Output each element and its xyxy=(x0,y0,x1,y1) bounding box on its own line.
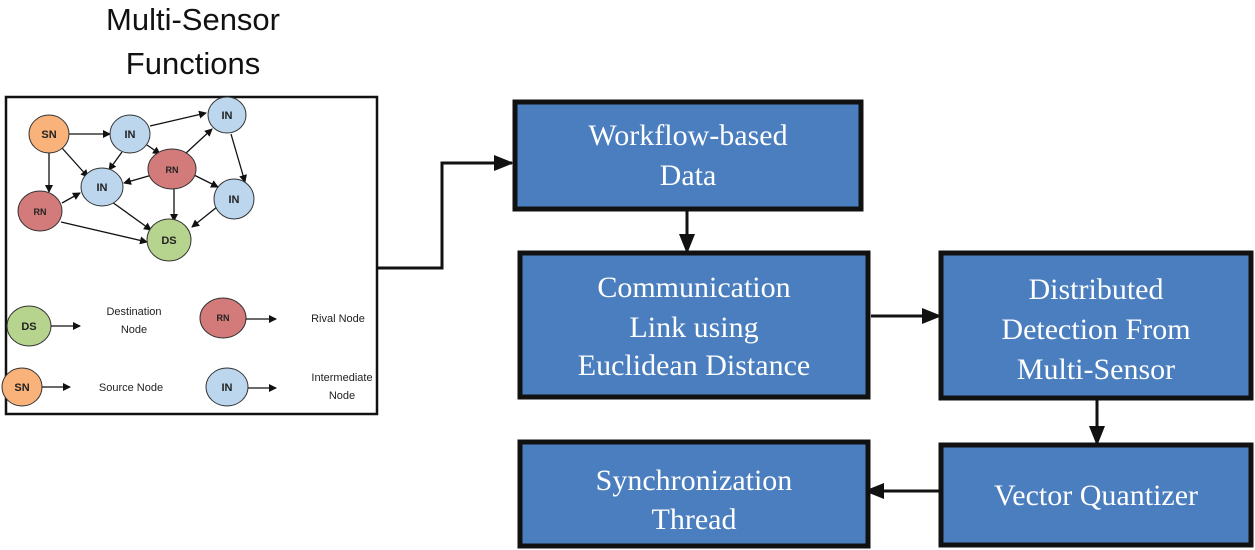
box-synchronization-line-1: Synchronization xyxy=(596,464,793,497)
edge-in-top-in-topright xyxy=(149,110,207,127)
node-in-right: IN xyxy=(213,178,255,220)
box-synchronization: Synchronization Thread xyxy=(517,439,871,549)
box-distributed-line-3: Multi-Sensor xyxy=(1017,353,1175,386)
box-distributed: Distributed Detection From Multi-Sensor xyxy=(938,250,1254,401)
box-communication-line-3: Euclidean Distance xyxy=(578,349,810,382)
box-communication-line-2: Link using xyxy=(629,311,758,344)
flow-connectors xyxy=(377,155,1105,499)
legend-source: SN Source Node xyxy=(1,367,163,407)
box-synchronization-line-2: Thread xyxy=(652,503,737,536)
network-panel-frame xyxy=(4,95,379,416)
edge-in-right-ds xyxy=(191,206,218,228)
legend-intermediate-label-2: Node xyxy=(329,390,355,402)
edge-sn-in-mid xyxy=(61,147,89,178)
box-distributed-line-2: Detection From xyxy=(1001,313,1190,346)
box-vector-line-1: Vector Quantizer xyxy=(994,479,1198,512)
svg-text:IN: IN xyxy=(222,110,233,122)
node-rn-center: RN xyxy=(147,148,197,190)
box-workflow: Workflow-based Data xyxy=(512,99,864,212)
svg-text:SN: SN xyxy=(41,129,56,141)
edge-rn-left-ds xyxy=(60,221,148,245)
box-workflow-line-1: Workflow-based xyxy=(588,119,787,152)
edge-in-mid-ds xyxy=(111,201,152,231)
svg-text:SN: SN xyxy=(14,382,29,394)
edge-rn-center-in-right xyxy=(193,174,219,188)
title-line-1: Multi-Sensor xyxy=(106,2,280,37)
node-sn: SN xyxy=(28,114,70,154)
legend-rival-label: Rival Node xyxy=(311,313,365,325)
legend-destination: DS Destination Node xyxy=(6,305,162,347)
edge-rn-center-in-topright xyxy=(184,128,213,155)
edge-rn-left-in-mid xyxy=(61,192,81,204)
node-in-topright: IN xyxy=(207,96,247,134)
svg-text:RN: RN xyxy=(34,207,47,217)
node-rn-left: RN xyxy=(17,190,63,232)
legend-destination-label-1: Destination xyxy=(106,306,161,318)
box-communication-line-1: Communication xyxy=(597,271,790,304)
box-distributed-line-1: Distributed xyxy=(1029,273,1164,306)
svg-text:DS: DS xyxy=(21,321,36,333)
arrow-panel-to-workflow xyxy=(377,155,514,270)
edge-in-topright-in-right xyxy=(230,133,247,183)
network-panel: SN IN IN RN IN IN xyxy=(1,95,379,416)
node-in-mid: IN xyxy=(80,167,124,207)
edge-in-top-in-mid xyxy=(108,151,123,171)
svg-text:DS: DS xyxy=(161,235,176,247)
svg-text:IN: IN xyxy=(229,194,240,206)
edge-rn-center-in-mid xyxy=(123,174,153,185)
title-line-2: Functions xyxy=(126,46,260,81)
svg-text:RN: RN xyxy=(166,165,179,175)
figure-title: Multi-Sensor Functions xyxy=(106,2,280,81)
box-workflow-line-2: Data xyxy=(660,159,717,192)
svg-text:IN: IN xyxy=(97,182,108,194)
legend-rival: RN Rival Node xyxy=(199,297,365,339)
network-nodes: SN IN IN RN IN IN xyxy=(17,96,255,262)
legend-intermediate-label-1: Intermediate xyxy=(311,372,372,384)
network-edges xyxy=(45,110,247,245)
legend-destination-label-2: Node xyxy=(121,324,147,336)
node-in-top: IN xyxy=(109,114,151,154)
network-legend: DS Destination Node RN Rival Node SN Sou… xyxy=(1,297,373,407)
legend-source-label: Source Node xyxy=(99,382,163,394)
svg-text:RN: RN xyxy=(217,313,230,323)
legend-intermediate: IN Intermediate Node xyxy=(205,367,373,407)
node-ds: DS xyxy=(146,218,192,262)
svg-text:IN: IN xyxy=(222,382,233,394)
box-communication: Communication Link using Euclidean Dista… xyxy=(517,250,871,400)
box-vector: Vector Quantizer xyxy=(938,442,1254,548)
svg-text:IN: IN xyxy=(125,129,136,141)
